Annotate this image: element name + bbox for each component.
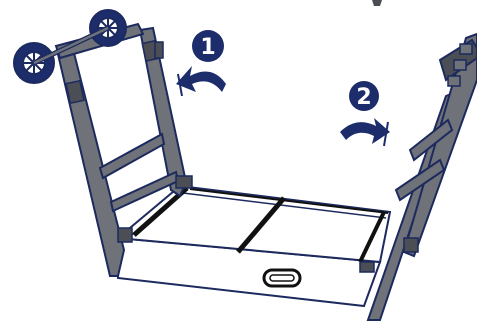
right-frame-clip-2 bbox=[454, 60, 466, 70]
small-part bbox=[372, 0, 382, 6]
right-frame-clip-3 bbox=[448, 76, 460, 86]
left-frame-clip-1 bbox=[66, 81, 84, 103]
step-1: 1 bbox=[176, 30, 226, 96]
left-frame-clip-5 bbox=[155, 42, 163, 58]
step-1-number: 1 bbox=[200, 35, 215, 60]
step-2: 2 bbox=[340, 81, 390, 146]
right-frame-clip-1 bbox=[460, 44, 472, 54]
base-box bbox=[118, 186, 390, 306]
curved-arrow-left-icon bbox=[176, 66, 226, 96]
left-frame-crossbar-upper bbox=[100, 134, 164, 178]
curved-arrow-right-icon bbox=[340, 118, 390, 146]
right-frame-clip-4 bbox=[404, 238, 418, 252]
left-frame-clip-3 bbox=[118, 228, 132, 242]
left-frame-clip-4 bbox=[176, 176, 192, 188]
right-frame bbox=[360, 0, 477, 320]
step-2-number: 2 bbox=[356, 85, 371, 110]
right-frame-clip-5 bbox=[360, 262, 374, 272]
